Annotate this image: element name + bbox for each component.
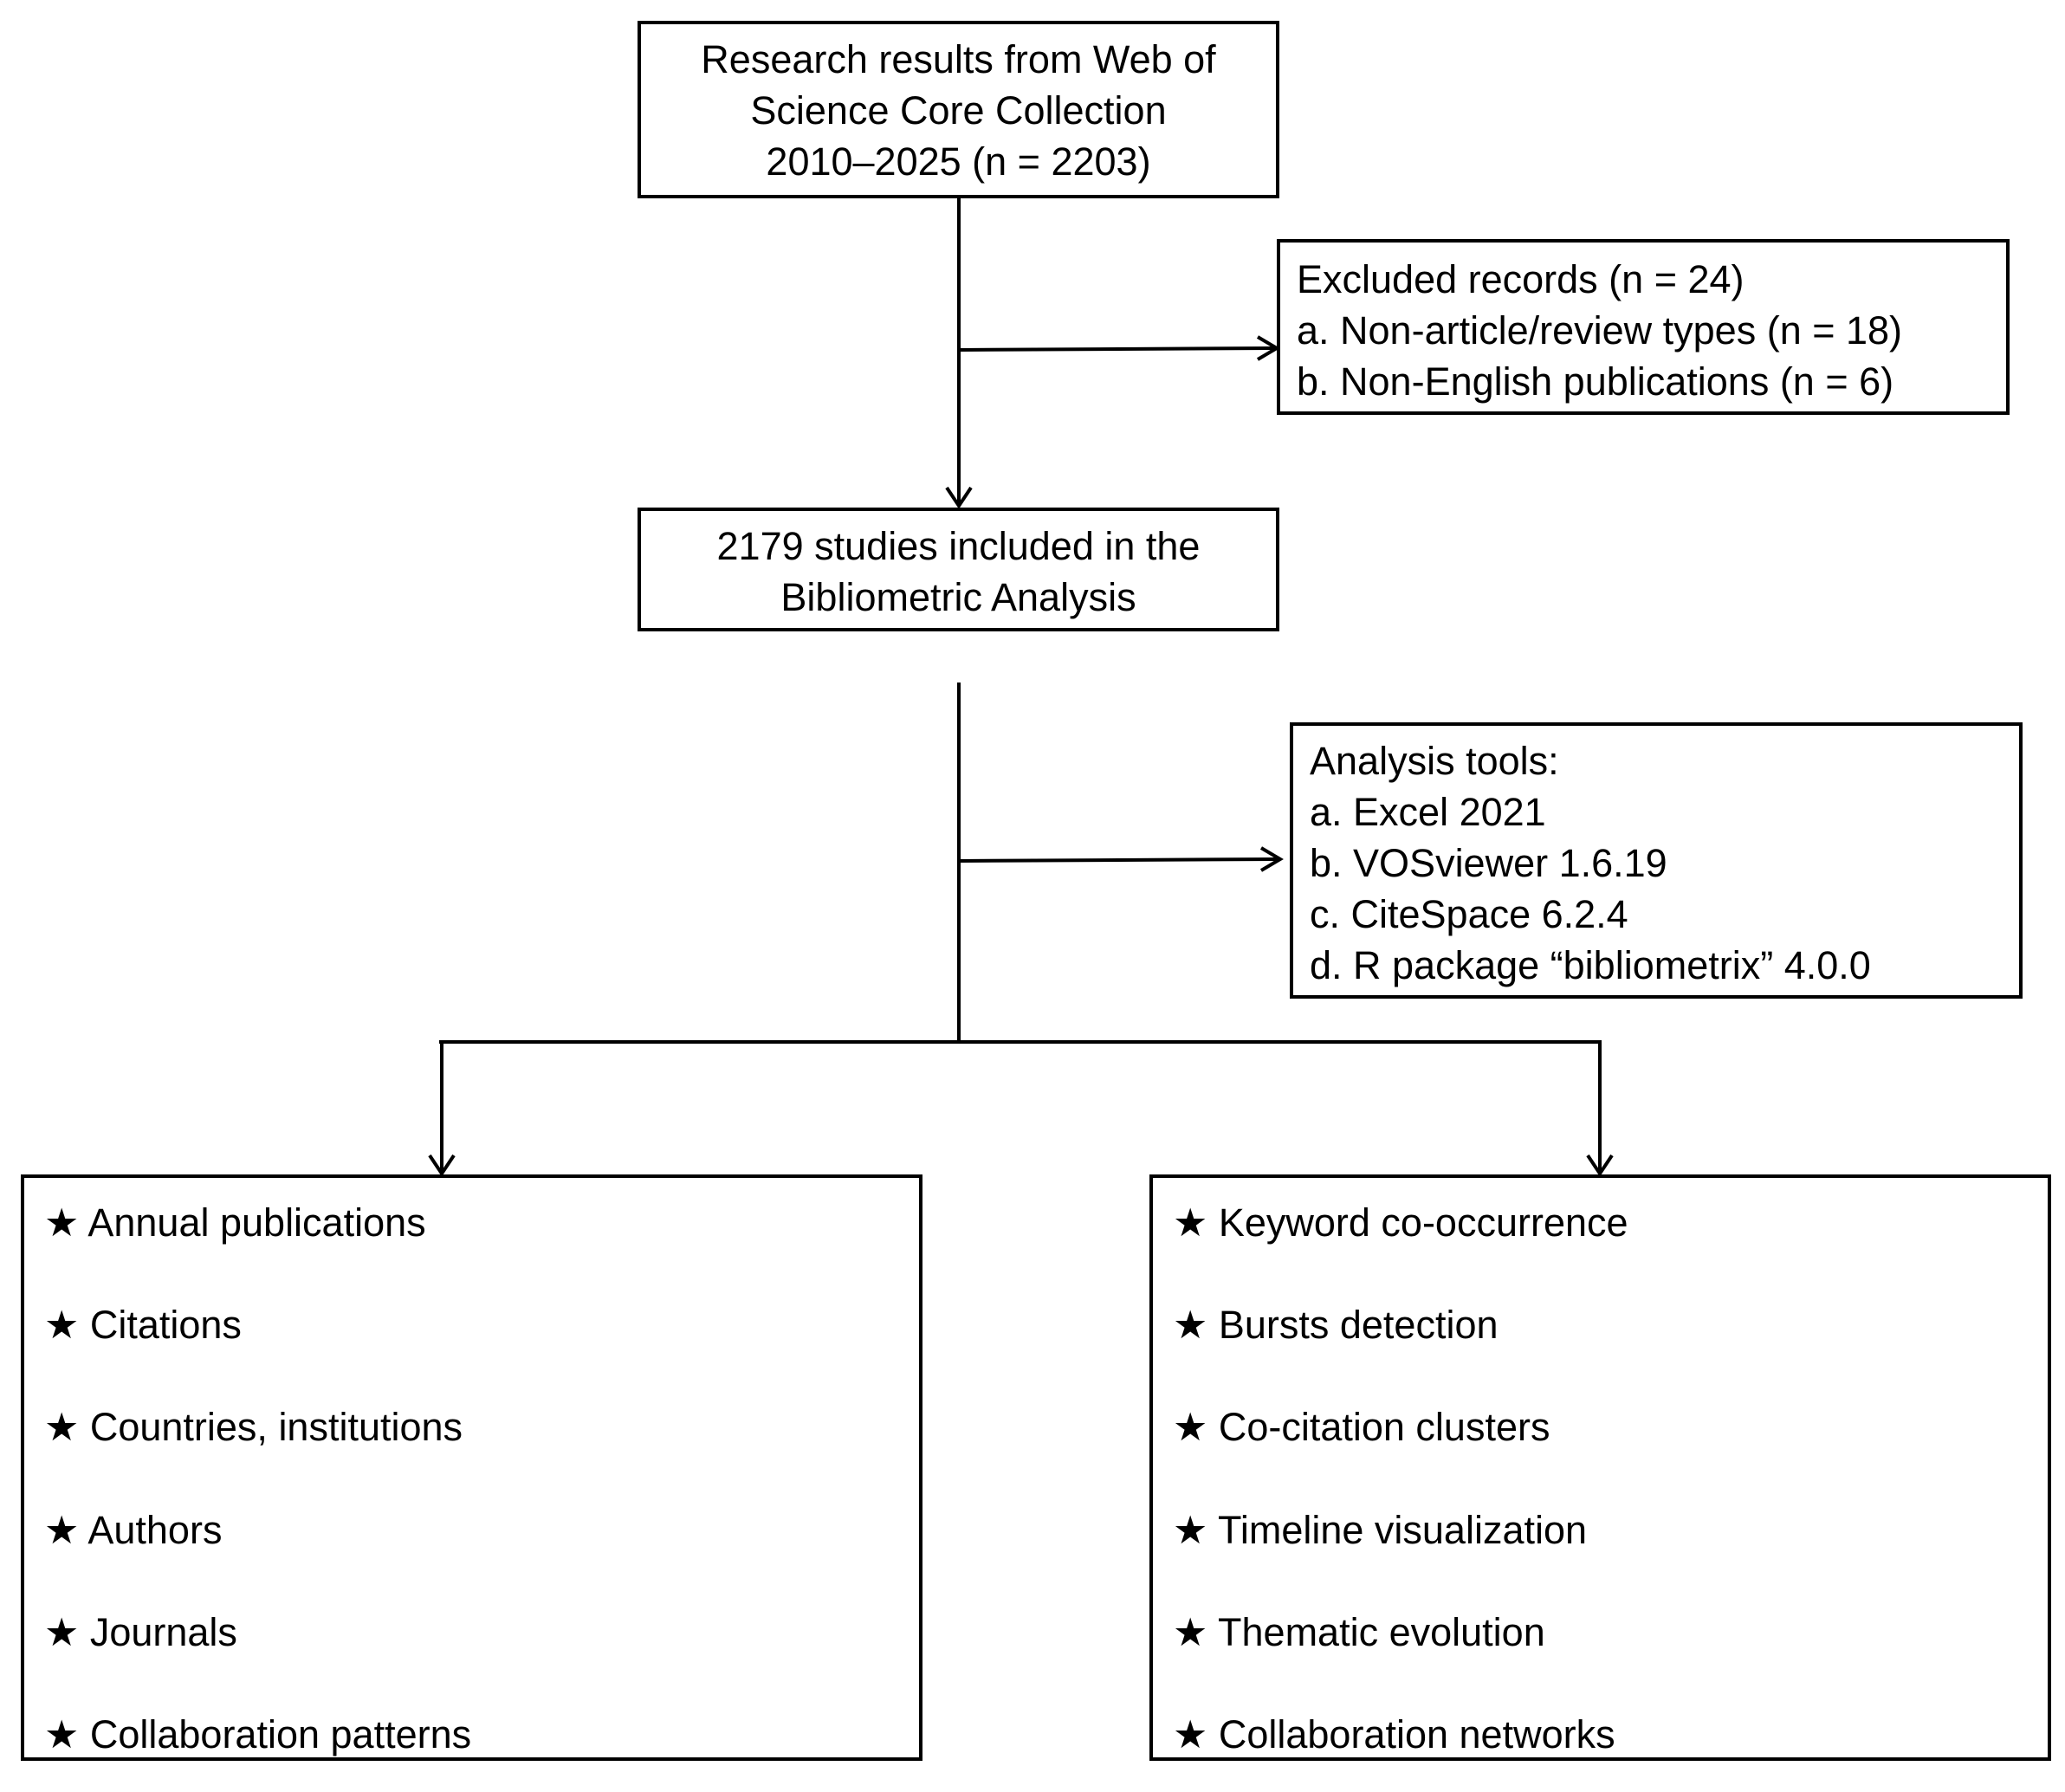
connector-to-tools [958, 857, 1279, 863]
analysis-list-left: ★ Annual publications ★ Citations ★ Coun… [21, 1174, 922, 1761]
list-item: ★ Keyword co-occurrence [1173, 1200, 1628, 1245]
tools-line-2: a. Excel 2021 [1310, 790, 1546, 834]
analysis-list-right: ★ Keyword co-occurrence ★ Bursts detecti… [1149, 1174, 2051, 1761]
arrowhead-left-list [428, 1154, 456, 1177]
list-item: ★ Citations [44, 1303, 242, 1347]
list-item: ★ Collaboration patterns [44, 1712, 472, 1756]
source-line-2: Science Core Collection [750, 88, 1167, 133]
list-item: ★ Thematic evolution [1173, 1610, 1545, 1654]
source-records-box: Research results from Web of Science Cor… [638, 21, 1279, 198]
list-item: ★ Annual publications [44, 1200, 426, 1245]
analysis-tools-box: Analysis tools: a. Excel 2021 b. VOSview… [1290, 722, 2023, 999]
excluded-line-2: a. Non-article/review types (n = 18) [1297, 308, 1903, 353]
list-item: ★ Journals [44, 1610, 237, 1654]
arrowhead-included [945, 486, 973, 509]
arrowhead-right-list [1586, 1154, 1614, 1177]
excluded-line-1: Excluded records (n = 24) [1297, 257, 1745, 301]
list-item: ★ Timeline visualization [1173, 1508, 1588, 1552]
included-line-1: 2179 studies included in the [716, 524, 1201, 568]
tools-line-4: c. CiteSpace 6.2.4 [1310, 892, 1628, 936]
tools-line-3: b. VOSviewer 1.6.19 [1310, 841, 1667, 885]
list-item: ★ Countries, institutions [44, 1405, 463, 1449]
list-item: ★ Co-citation clusters [1173, 1405, 1550, 1449]
included-studies-box: 2179 studies included in the Bibliometri… [638, 508, 1279, 631]
tools-line-1: Analysis tools: [1310, 739, 1559, 783]
arrowhead-tools [1259, 846, 1284, 872]
connector-to-excluded [958, 346, 1276, 352]
excluded-line-3: b. Non-English publications (n = 6) [1297, 359, 1894, 404]
tools-line-5: d. R package “bibliometrix” 4.0.0 [1310, 943, 1871, 987]
list-item: ★ Authors [44, 1508, 223, 1552]
source-line-1: Research results from Web of [701, 37, 1216, 81]
list-item: ★ Bursts detection [1173, 1303, 1499, 1347]
included-line-2: Bibliometric Analysis [780, 575, 1136, 619]
source-line-3: 2010–2025 (n = 2203) [766, 139, 1151, 184]
list-item: ★ Collaboration networks [1173, 1712, 1615, 1756]
excluded-records-box: Excluded records (n = 24) a. Non-article… [1277, 239, 2010, 415]
